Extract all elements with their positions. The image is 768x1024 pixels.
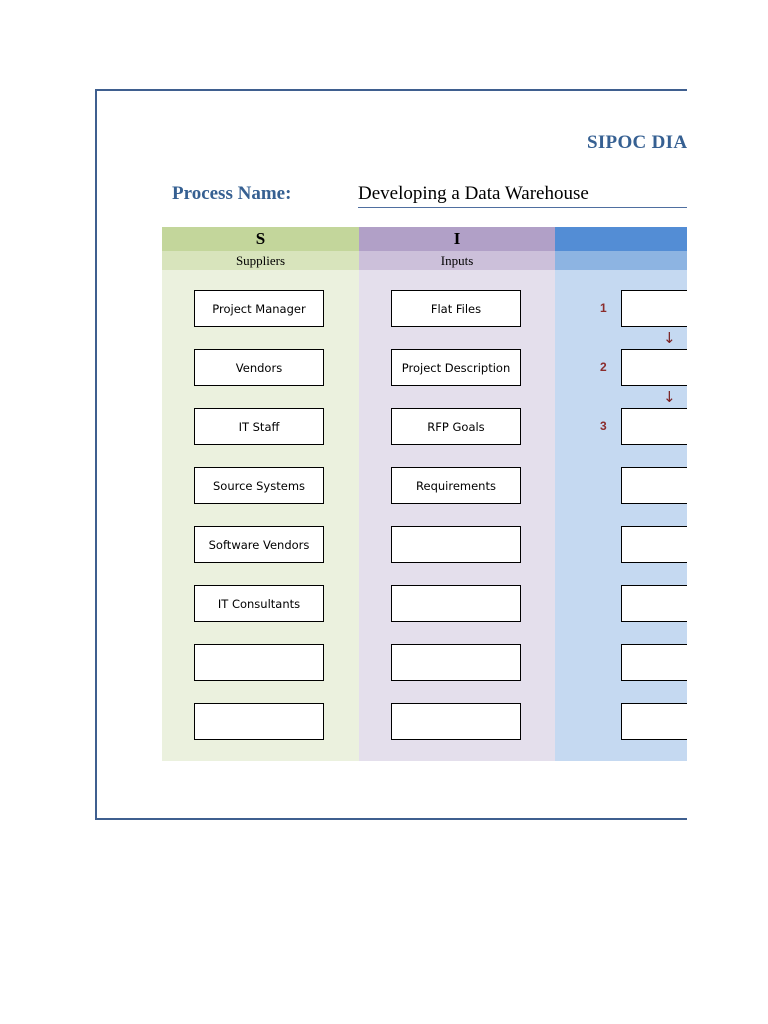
process-box[interactable]	[621, 644, 687, 681]
input-box[interactable]: Requirements	[391, 467, 521, 504]
supplier-box[interactable]: IT Staff	[194, 408, 324, 445]
process-name-value[interactable]: Developing a Data Warehouse	[358, 183, 687, 208]
process-step-number: 3	[600, 419, 607, 433]
process-box[interactable]	[621, 349, 687, 386]
supplier-box[interactable]	[194, 644, 324, 681]
process-box[interactable]	[621, 585, 687, 622]
supplier-box[interactable]: Project Manager	[194, 290, 324, 327]
process-box[interactable]	[621, 408, 687, 445]
input-box[interactable]	[391, 526, 521, 563]
input-box[interactable]	[391, 703, 521, 740]
inputs-letter: I	[359, 227, 555, 251]
process-box[interactable]	[621, 290, 687, 327]
process-step-number: 1	[600, 301, 607, 315]
process-letter	[555, 227, 687, 251]
input-box[interactable]: Flat Files	[391, 290, 521, 327]
page-title: SIPOC DIA	[587, 132, 687, 153]
input-box[interactable]	[391, 644, 521, 681]
supplier-box[interactable]: Vendors	[194, 349, 324, 386]
process-box[interactable]	[621, 526, 687, 563]
process-step-number: 2	[600, 360, 607, 374]
process-box[interactable]	[621, 467, 687, 504]
input-box[interactable]: RFP Goals	[391, 408, 521, 445]
process-box[interactable]	[621, 703, 687, 740]
supplier-box[interactable]	[194, 703, 324, 740]
page-border	[95, 89, 687, 820]
down-arrow-icon: ↓	[663, 329, 676, 347]
process-name-label: Process Name:	[172, 183, 292, 204]
supplier-box[interactable]: Source Systems	[194, 467, 324, 504]
process-label	[555, 251, 687, 270]
inputs-label: Inputs	[359, 251, 555, 270]
suppliers-letter: S	[162, 227, 359, 251]
suppliers-label: Suppliers	[162, 251, 359, 270]
supplier-box[interactable]: Software Vendors	[194, 526, 324, 563]
input-box[interactable]	[391, 585, 521, 622]
supplier-box[interactable]: IT Consultants	[194, 585, 324, 622]
down-arrow-icon: ↓	[663, 388, 676, 406]
input-box[interactable]: Project Description	[391, 349, 521, 386]
sipoc-sheet: SIPOC DIA Process Name: Developing a Dat…	[95, 89, 687, 820]
